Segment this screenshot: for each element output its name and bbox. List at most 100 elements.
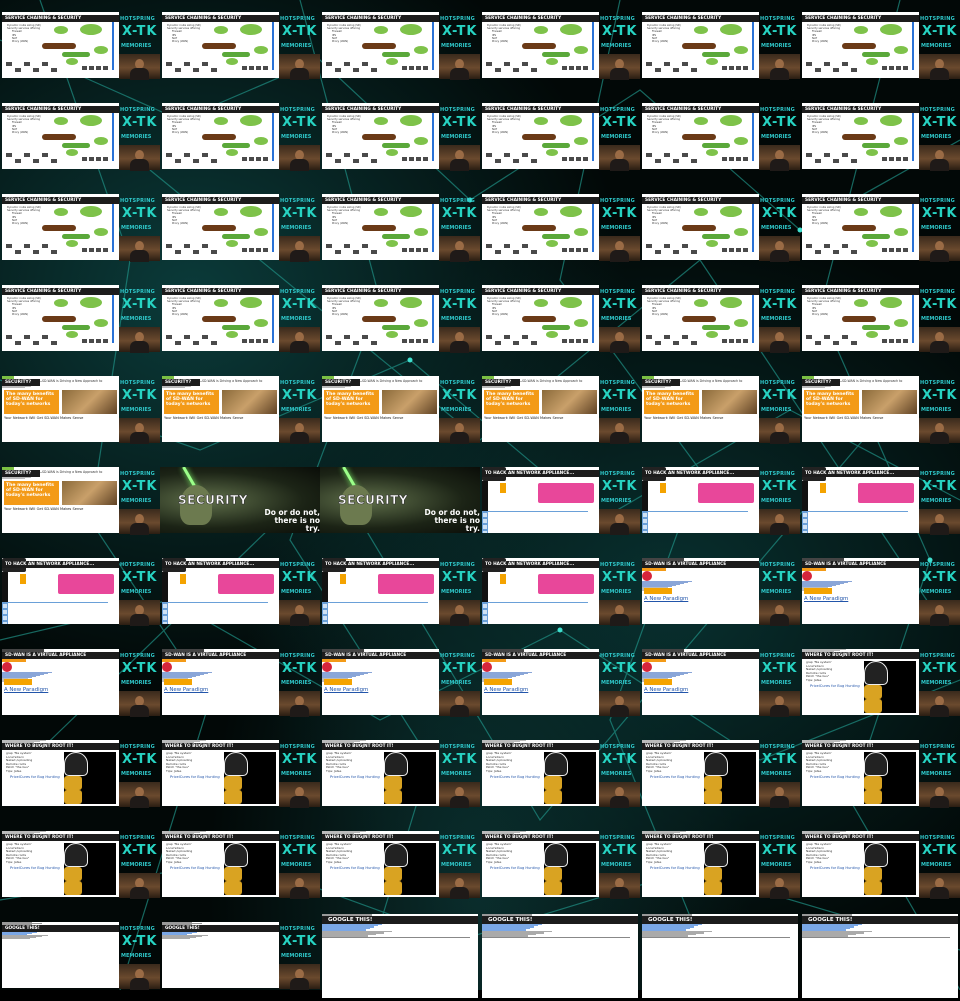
text-line	[802, 833, 834, 834]
video-thumbnail[interactable]: TO HACK AN NETWORK APPLIANCE...HOTSPRING…	[320, 546, 480, 637]
cloud	[374, 299, 388, 307]
slide-title: SECURITY?	[642, 379, 680, 386]
slide-title: SECURITY?	[322, 379, 360, 386]
video-thumbnail[interactable]: WHERE TO BUGJNT ROOT IT!grep 'file syste…	[160, 728, 320, 819]
bullet-item: IPS	[172, 124, 176, 128]
video-thumbnail[interactable]: WHERE TO BUGJNT ROOT IT!grep 'file syste…	[480, 819, 640, 910]
slide-title: TO HACK AN NETWORK APPLIANCE...	[482, 561, 599, 568]
video-thumbnail[interactable]: TO HACK AN NETWORK APPLIANCE...HOTSPRING…	[640, 455, 800, 546]
video-thumbnail[interactable]: GOOGLE THIS!	[640, 910, 800, 1001]
video-thumbnail[interactable]: WHERE TO BUGJNT ROOT IT!grep 'file syste…	[160, 819, 320, 910]
video-thumbnail[interactable]: SECURITY?SD-WAN is Driving a New Approac…	[800, 364, 960, 455]
video-thumbnail[interactable]: SECURITY?SD-WAN is Driving a New Approac…	[640, 364, 800, 455]
speaker-head	[935, 878, 944, 888]
text-line	[322, 386, 351, 387]
video-thumbnail[interactable]: SECURITY?SD-WAN is Driving a New Approac…	[480, 364, 640, 455]
speaker-body	[290, 705, 309, 717]
device	[33, 250, 39, 254]
video-thumbnail[interactable]: SECURITY?SD-WAN is Driving a New Approac…	[0, 364, 160, 455]
video-thumbnail[interactable]: GOOGLE THIS!	[800, 910, 960, 1001]
speaker-body	[290, 796, 309, 808]
vader-helmet	[544, 752, 568, 776]
text-line	[802, 386, 831, 387]
video-thumbnail[interactable]: SECURITY?SD-WAN is Driving a New Approac…	[0, 455, 160, 546]
video-thumbnail[interactable]: TO HACK AN NETWORK APPLIANCE...HOTSPRING…	[480, 546, 640, 637]
video-thumbnail[interactable]: TO HACK AN NETWORK APPLIANCE...HOTSPRING…	[480, 455, 640, 546]
logo-line-3: MEMORIES	[281, 316, 312, 322]
gold-hand	[864, 881, 882, 895]
video-thumbnail[interactable]: SECURITY?SD-WAN is Driving a New Approac…	[160, 364, 320, 455]
scale-arrow	[592, 295, 594, 343]
logo-line-3: MEMORIES	[281, 771, 312, 777]
logo-line-3: MEMORIES	[601, 862, 632, 868]
red-badge	[642, 662, 652, 672]
video-thumbnail[interactable]: WHERE TO BUGJNT ROOT IT!grep 'file syste…	[800, 819, 960, 910]
text-line	[2, 676, 36, 677]
gold-hand	[544, 790, 562, 804]
device	[211, 68, 217, 72]
logo-line-1: HOTSPRING	[920, 107, 955, 113]
video-thumbnail[interactable]: WHERE TO BUGJNT ROOT IT!grep 'file syste…	[320, 819, 480, 910]
device	[409, 157, 414, 161]
video-thumbnail[interactable]: SECURITY?SD-WAN is Driving a New Approac…	[320, 364, 480, 455]
video-thumbnail[interactable]: WHERE TO BUGJNT ROOT IT!grep 'file syste…	[320, 728, 480, 819]
text-line	[642, 586, 672, 587]
vader-artwork	[384, 843, 436, 895]
speaker-head	[935, 787, 944, 797]
video-thumbnail[interactable]: WHERE TO BUGJNT ROOT IT!grep 'file syste…	[0, 819, 160, 910]
video-thumbnail[interactable]: WHERE TO BUGJNT ROOT IT!grep 'file syste…	[640, 819, 800, 910]
video-thumbnail[interactable]: TO HACK AN NETWORK APPLIANCE...HOTSPRING…	[800, 455, 960, 546]
video-thumbnail[interactable]: TO HACK AN NETWORK APPLIANCE...HOTSPRING…	[0, 546, 160, 637]
video-thumbnail[interactable]: WHERE TO BUGJNT ROOT IT!grep 'file syste…	[640, 728, 800, 819]
bullet-item: Dynamic route sizing (SR)	[327, 206, 361, 209]
video-thumbnail[interactable]: GOOGLE THIS!	[480, 910, 640, 1001]
video-thumbnail[interactable]: WHERE TO BUGJNT ROOT IT!grep 'file syste…	[800, 728, 960, 819]
video-thumbnail[interactable]: TO HACK AN NETWORK APPLIANCE...HOTSPRING…	[160, 546, 320, 637]
slide-title: WHERE TO BUGJNT ROOT IT!	[482, 834, 599, 841]
video-thumbnail[interactable]: WHERE TO BUGJNT ROOT IT!grep 'file syste…	[0, 728, 160, 819]
text-line	[642, 677, 672, 678]
video-thumbnail[interactable]: WHERE TO BUGJNT ROOT IT!grep 'file syste…	[480, 728, 640, 819]
bullet-item: Dynamic route sizing (SR)	[167, 206, 201, 209]
video-thumbnail[interactable]: GOOGLE THIS!	[320, 910, 480, 1001]
video-thumbnail[interactable]: WHERE TO BUGJNT ROOT IT!grep 'file syste…	[800, 637, 960, 728]
logo-line-2: X-TK	[122, 752, 158, 767]
